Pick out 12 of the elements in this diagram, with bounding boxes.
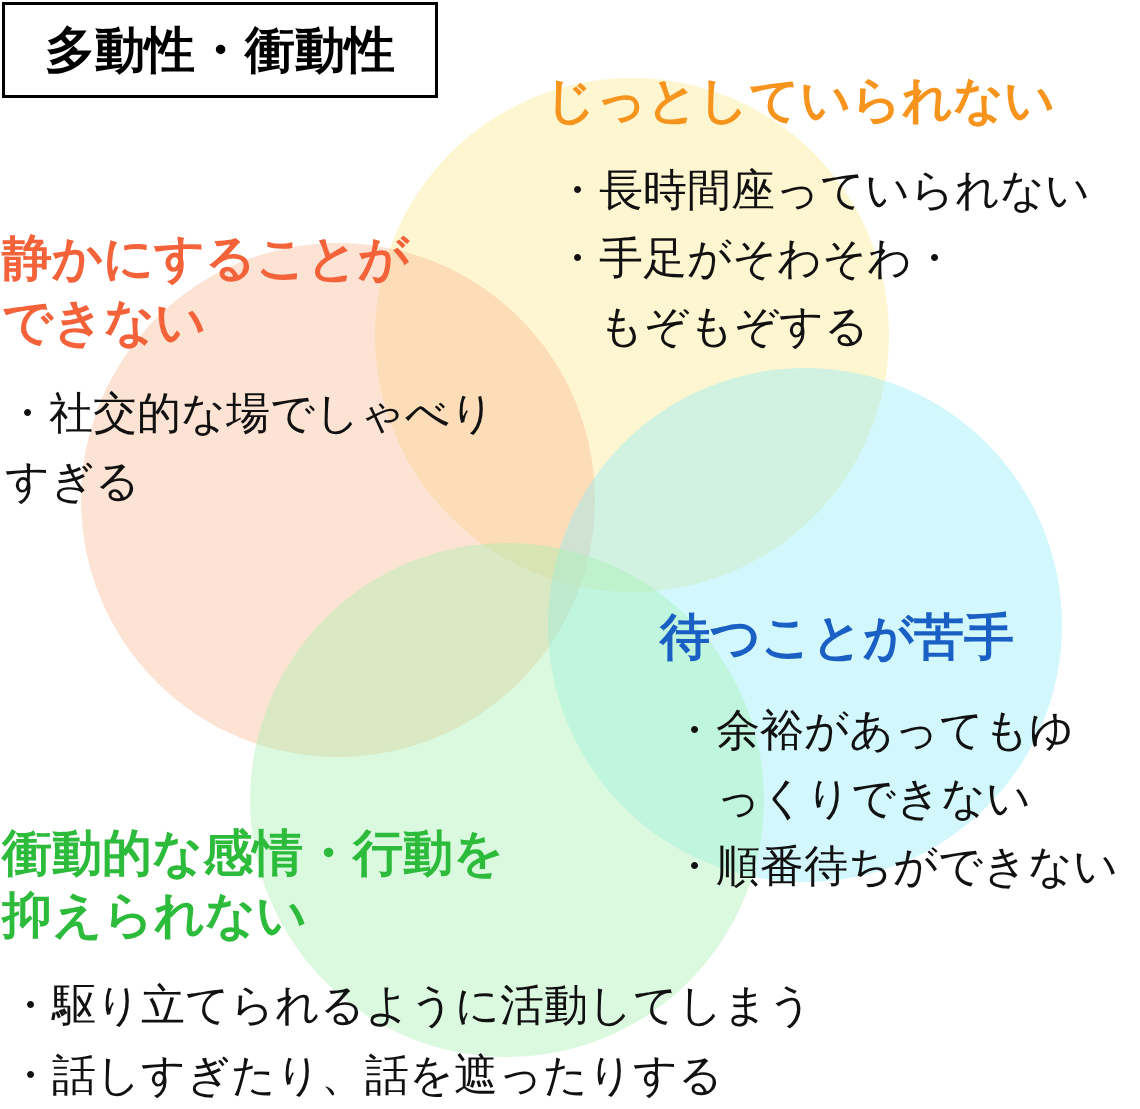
bullet-item: ・手足がそわそわ・もぞもぞする xyxy=(555,231,957,353)
category-heading: 静かにすることができない xyxy=(2,228,411,353)
category-heading: 衝動的な感情・行動を抑えられない xyxy=(2,823,505,946)
category-heading: 待つことが苦手 xyxy=(660,607,1015,668)
bullet-item: ・長時間座っていられない xyxy=(555,163,1091,217)
bullet-item: ・余裕があってもゆっくりできない xyxy=(672,703,1075,825)
bullet-item: ・駆り立てられるように活動してしまう xyxy=(8,978,814,1032)
bullet-item: ・順番待ちができない xyxy=(672,839,1119,893)
bullet-item: ・話しすぎたり、話を遮ったりする xyxy=(8,1048,724,1102)
bullet-item: ・社交的な場でしゃべりすぎる xyxy=(5,386,496,508)
category-heading: じっとしていられない xyxy=(545,70,1056,131)
title-box: 多動性・衝動性 xyxy=(2,2,438,98)
